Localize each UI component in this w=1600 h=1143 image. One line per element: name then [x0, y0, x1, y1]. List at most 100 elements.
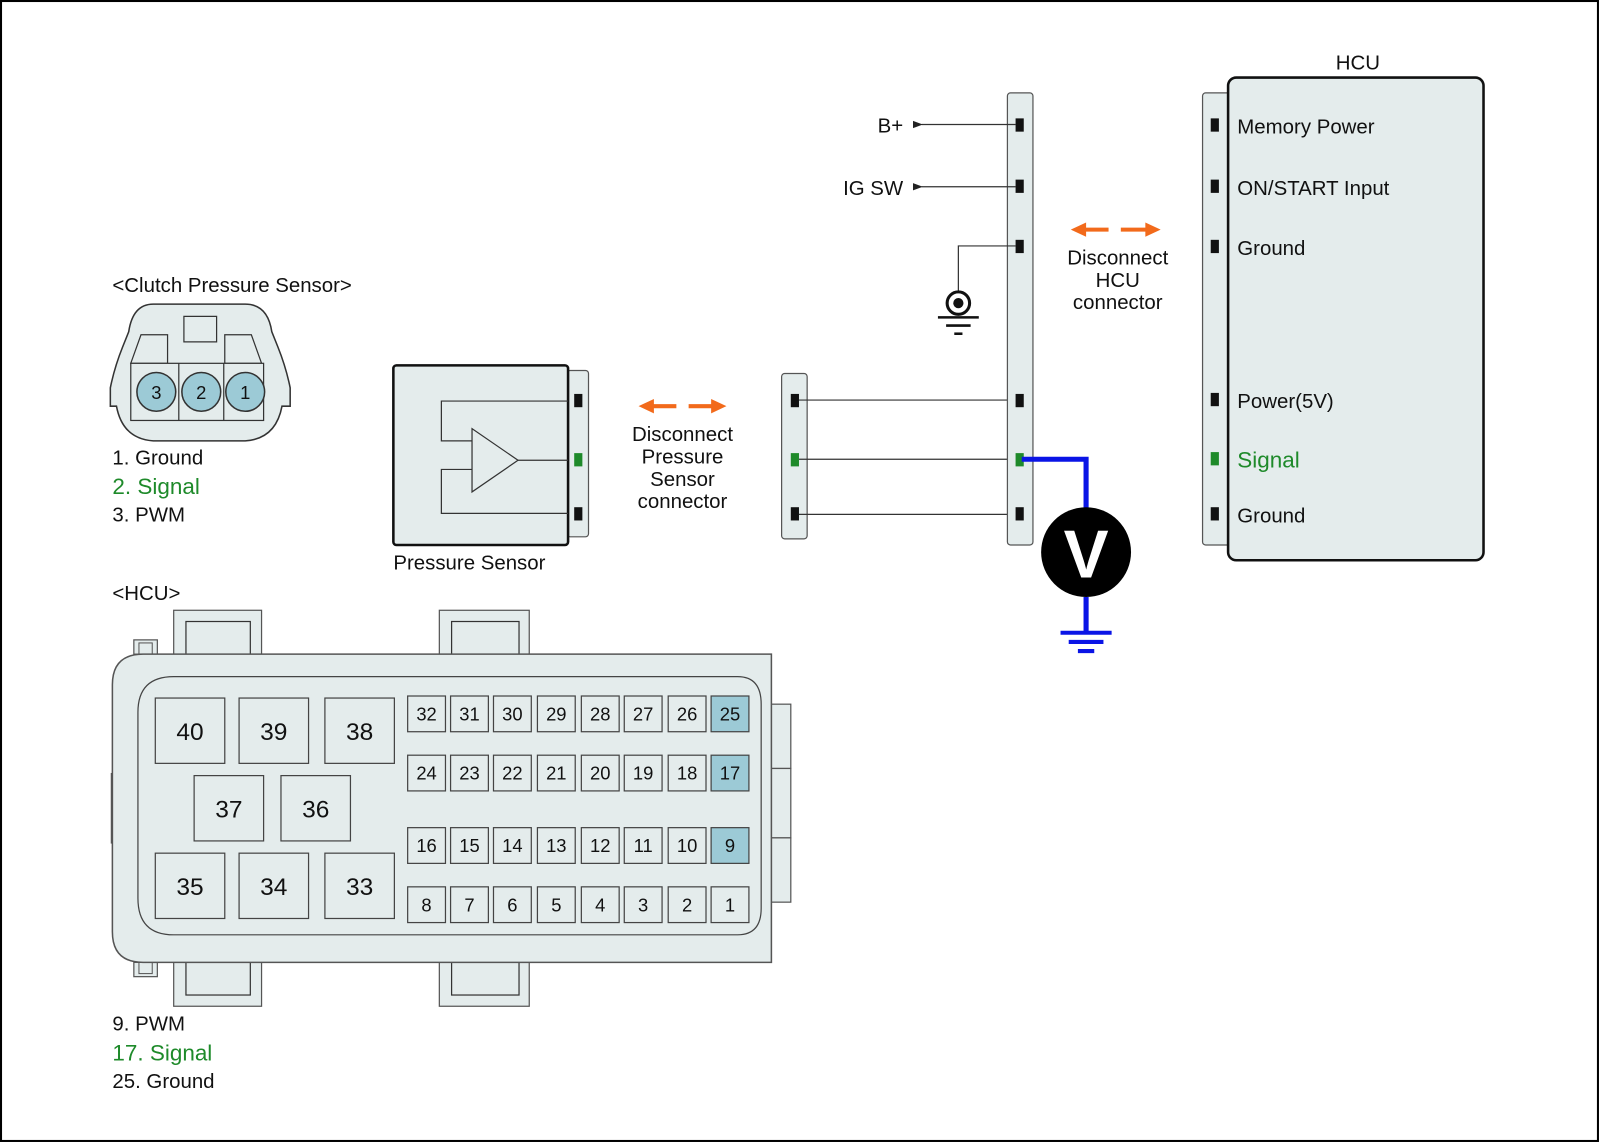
hcu-pin-label: 9 — [725, 835, 735, 856]
hcu-harness-pin-power — [1015, 393, 1024, 408]
hcu-pin-label: Signal — [1237, 447, 1299, 472]
hcu-pin-label: 24 — [416, 763, 436, 784]
hcu-connector-title: <HCU> — [112, 583, 180, 605]
igsw-label: IG SW — [843, 178, 904, 200]
hcu-pin-marker — [1210, 452, 1219, 466]
harness-pin-signal — [790, 453, 799, 467]
hcu-pin-6 — [492, 886, 532, 924]
hcu-harness-pin-ground — [1015, 239, 1024, 254]
sensor-pin-signal — [574, 453, 583, 467]
hcu-pin-7 — [449, 886, 489, 924]
voltmeter: V — [1021, 456, 1132, 654]
hcu-legend-3: 25. Ground — [112, 1071, 214, 1093]
hcu-pin-label: 32 — [416, 704, 436, 725]
clutch-legend-3: 3. PWM — [112, 505, 185, 527]
hcu-pin-label: 10 — [677, 835, 697, 856]
hcu-pin-2 — [667, 886, 707, 924]
hcu-pin-label: 18 — [677, 763, 697, 784]
hcu-pin-8 — [407, 886, 447, 924]
hcu-pin-label: ON/START Input — [1237, 178, 1389, 200]
harness-pin-bottom — [790, 507, 799, 521]
harness-hcu-connector — [1006, 92, 1034, 546]
hcu-pin-label: Ground — [1237, 506, 1305, 528]
hcu-pin-36 — [280, 774, 352, 842]
hcu-legend-1: 9. PWM — [112, 1014, 185, 1036]
clutch-pin-2 — [181, 371, 222, 413]
hcu-pin-label: 37 — [215, 796, 242, 823]
hcu-pin-label: Ground — [1237, 238, 1305, 260]
clutch-pin-1 — [225, 371, 266, 413]
bplus-label: B+ — [878, 116, 904, 138]
hcu-harness-pin-igsw — [1015, 179, 1024, 193]
hcu-pin-4 — [580, 886, 620, 924]
clutch-sensor-connector-icon: 3 2 1 — [109, 303, 291, 442]
pressure-sensor-label: Pressure Sensor — [393, 552, 545, 574]
hcu-pin-22 — [492, 754, 532, 792]
hcu-pin-label: 25 — [720, 704, 740, 725]
hcu-pin-marker — [1210, 239, 1219, 254]
clutch-pin-3-label: 3 — [151, 382, 161, 403]
hcu-pin-label: 29 — [546, 704, 566, 725]
hcu-pin-37 — [193, 774, 265, 842]
hcu-pin-label: 39 — [260, 719, 287, 746]
hcu-pin-29 — [536, 695, 576, 733]
hcu-pin-39 — [238, 697, 310, 764]
hcu-pin-label: 33 — [346, 874, 373, 901]
hcu-pin-label: 13 — [546, 835, 566, 856]
disconnect-sensor-line3: Sensor — [650, 469, 715, 491]
hcu-pin-label: 36 — [302, 796, 329, 823]
amplifier-triangle-icon — [440, 400, 569, 514]
hcu-pin-label: 40 — [176, 719, 203, 746]
hcu-pin-14 — [492, 827, 532, 864]
hcu-pin-marker — [1210, 392, 1219, 407]
hcu-pin-label: 2 — [682, 894, 692, 915]
hcu-pin-33 — [324, 852, 395, 920]
clutch-legend-2: 2. Signal — [112, 474, 199, 499]
hcu-pin-17 — [710, 754, 750, 792]
hcu-pin-18 — [667, 754, 707, 792]
hcu-pin-label: 34 — [260, 874, 287, 901]
hcu-pin-19 — [623, 754, 663, 792]
chassis-ground-icon — [937, 245, 1016, 335]
hcu-pin-label: 14 — [502, 835, 522, 856]
voltmeter-icon — [1041, 507, 1132, 598]
hcu-harness-pin-ground2 — [1015, 507, 1024, 521]
hcu-pin-label: 38 — [346, 719, 373, 746]
hcu-pin-40 — [154, 697, 226, 764]
hcu-pin-label: 27 — [633, 704, 653, 725]
hcu-harness-pin-bplus — [1015, 118, 1024, 132]
hcu-pin-25 — [710, 695, 750, 733]
hcu-pin-32 — [407, 695, 447, 733]
hcu-pin-34 — [238, 852, 310, 920]
hcu-pin-label: 8 — [421, 894, 431, 915]
sensor-pin-bottom — [574, 507, 583, 521]
pressure-sensor: Pressure Sensor — [392, 364, 590, 574]
hcu-pin-1 — [710, 886, 750, 924]
harness-pin-top — [790, 393, 799, 408]
hcu-pin-label: 11 — [634, 835, 653, 856]
hcu-pin-3 — [623, 886, 663, 924]
hcu-pin-9 — [710, 827, 750, 864]
sensor-pin-top — [574, 393, 583, 408]
hcu-pin-label: 19 — [633, 763, 653, 784]
clutch-pin-3 — [136, 371, 177, 413]
disconnect-hcu-note: Disconnect HCU connector — [1067, 222, 1169, 314]
disconnect-hcu-line2: HCU — [1096, 270, 1140, 292]
disconnect-hcu-line3: connector — [1073, 292, 1163, 314]
hcu-pin-label: 31 — [459, 704, 479, 725]
clutch-pin-2-label: 2 — [196, 382, 206, 403]
clutch-sensor-title: <Clutch Pressure Sensor> — [112, 275, 351, 297]
hcu-pin-label: Memory Power — [1237, 117, 1374, 139]
hcu-pin-label: 28 — [590, 704, 610, 725]
hcu-pin-label: 3 — [638, 894, 648, 915]
hcu-pin-label: 20 — [590, 763, 610, 784]
hcu-pin-label: Power(5V) — [1237, 391, 1333, 413]
hcu-pin-28 — [580, 695, 620, 733]
hcu-pin-marker — [1210, 118, 1219, 132]
hcu-pin-20 — [580, 754, 620, 792]
disconnect-sensor-line2: Pressure — [642, 446, 724, 468]
